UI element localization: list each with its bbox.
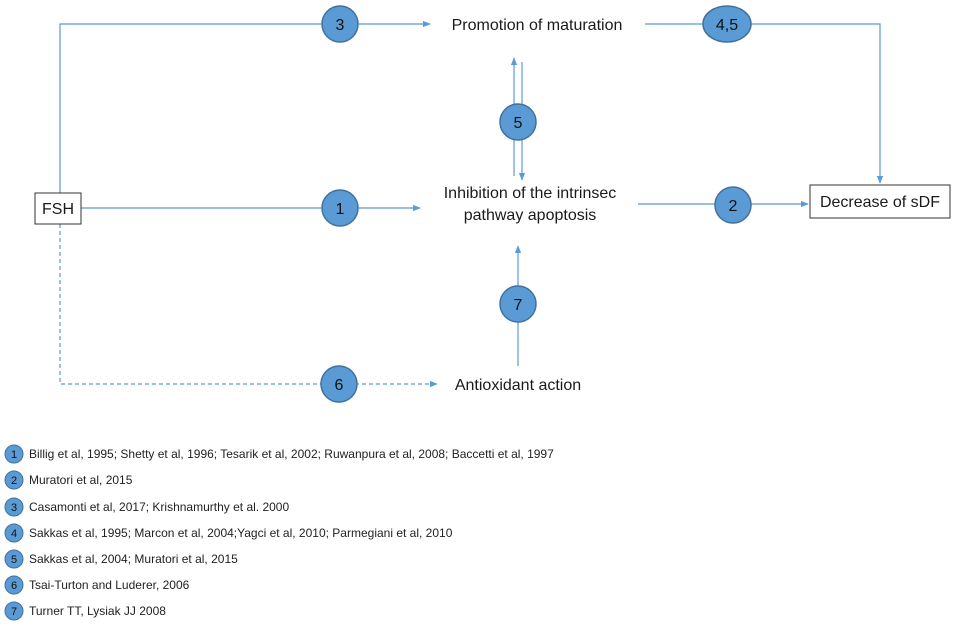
badge-1: 1 xyxy=(321,189,359,227)
badge-7: 7 xyxy=(499,285,537,323)
svg-text:1: 1 xyxy=(11,449,17,461)
reference-list: 1 Billig et al, 1995; Shetty et al, 1996… xyxy=(4,444,554,621)
node-decrease: Decrease of sDF xyxy=(809,184,951,219)
reference-item: 2 Muratori et al, 2015 xyxy=(4,470,133,490)
svg-text:2: 2 xyxy=(11,475,17,487)
reference-item: 5 Sakkas et al, 2004; Muratori et al, 20… xyxy=(4,549,238,569)
node-antioxidant-label: Antioxidant action xyxy=(455,377,581,394)
node-inhibition-label-line1: Inhibition of the intrinsec xyxy=(444,185,617,202)
svg-text:1: 1 xyxy=(336,201,345,218)
connector-fsh-to-promotion xyxy=(59,20,431,193)
svg-text:Sakkas et al, 1995; Marcon et: Sakkas et al, 1995; Marcon et al, 2004;Y… xyxy=(29,526,453,540)
connectors xyxy=(59,20,884,388)
badge-3: 3 xyxy=(321,5,359,43)
svg-text:4,5: 4,5 xyxy=(716,17,738,34)
node-decrease-label: Decrease of sDF xyxy=(820,194,940,211)
svg-text:6: 6 xyxy=(335,377,344,394)
svg-text:Turner TT, Lysiak JJ 2008: Turner TT, Lysiak JJ 2008 xyxy=(29,604,166,618)
connector-fsh-to-antioxidant xyxy=(59,224,438,388)
badge-4-5: 4,5 xyxy=(702,5,752,43)
reference-item: 7 Turner TT, Lysiak JJ 2008 xyxy=(4,601,166,621)
badge-6: 6 xyxy=(320,365,358,403)
svg-text:7: 7 xyxy=(11,606,17,618)
svg-text:6: 6 xyxy=(11,580,17,592)
node-fsh: FSH xyxy=(34,192,82,225)
svg-text:Sakkas et al, 2004; Muratori: Sakkas et al, 2004; Muratori et al, 2015 xyxy=(29,552,238,566)
node-fsh-box xyxy=(34,192,82,225)
node-decrease-box xyxy=(809,184,951,219)
badge-2: 2 xyxy=(714,186,752,224)
reference-item: 4 Sakkas et al, 1995; Marcon et al, 2004… xyxy=(4,523,453,543)
node-inhibition-label-line2: pathway apoptosis xyxy=(464,207,597,224)
node-promotion-label: Promotion of maturation xyxy=(452,17,623,34)
svg-text:7: 7 xyxy=(514,297,523,314)
svg-text:3: 3 xyxy=(11,502,17,514)
connector-promotion-to-decrease xyxy=(645,23,884,184)
svg-text:4: 4 xyxy=(11,528,17,540)
svg-text:5: 5 xyxy=(514,115,523,132)
svg-text:Billig et al, 1995; Shetty et: Billig et al, 1995; Shetty et al, 1996; … xyxy=(29,447,554,461)
svg-text:Tsai-Turton and Luderer, 2006: Tsai-Turton and Luderer, 2006 xyxy=(29,578,190,592)
badge-5: 5 xyxy=(499,103,537,141)
svg-text:Casamonti et al, 2017; Krishn: Casamonti et al, 2017; Krishnamurthy et … xyxy=(29,500,289,514)
reference-item: 6 Tsai-Turton and Luderer, 2006 xyxy=(4,575,190,595)
reference-item: 1 Billig et al, 1995; Shetty et al, 1996… xyxy=(4,444,554,464)
node-fsh-label: FSH xyxy=(42,201,74,218)
svg-text:2: 2 xyxy=(729,198,738,215)
svg-text:Muratori et al, 2015: Muratori et al, 2015 xyxy=(29,473,133,487)
badges: 3 4,5 5 1 2 7 6 xyxy=(320,5,752,403)
svg-text:5: 5 xyxy=(11,554,17,566)
svg-text:3: 3 xyxy=(336,17,345,34)
reference-item: 3 Casamonti et al, 2017; Krishnamurthy e… xyxy=(4,497,289,517)
